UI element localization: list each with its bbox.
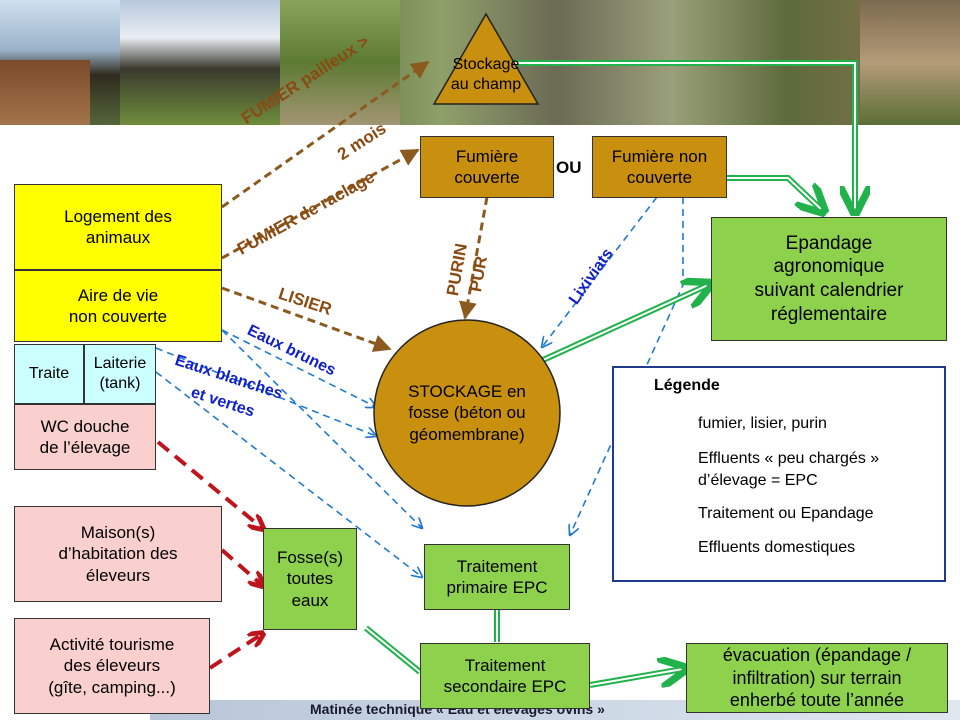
cows-photo [120,0,280,125]
evacuation-box: évacuation (épandage / infiltration) sur… [686,643,948,713]
arrow-aire-to-primaire [221,329,422,528]
legend-item-traitement: Traitement ou Epandage [698,505,874,522]
fumiere-couverte-box: Fumière couverte [420,136,554,198]
stockage-champ-shape [432,12,540,105]
stockage-champ-label: Stockage au champ [450,56,522,93]
cattle-photo [860,0,960,125]
aire-de-vie-box: Aire de vie non couverte [14,270,222,342]
horses-photo [280,0,400,125]
stockage-fosse-shape [373,319,561,507]
arrow-wc [156,440,262,528]
arrow-fumier-raclage [221,148,420,260]
arrow-eaux-brunes [221,329,376,407]
legend-item-fumier: fumier, lisier, purin [698,415,827,432]
fosses-box: Fosse(s) toutes eaux [263,528,357,630]
stockage-fosse-label: STOCKAGE en fosse (béton ou géomembrane) [408,382,526,444]
legend-item-epc-2: d’élevage = EPC [698,472,818,489]
maison-box: Maison(s) d’habitation des éleveurs [14,506,222,602]
legend-item-domestiques: Effluents domestiques [698,539,856,556]
arrow-lixiviats [542,196,658,347]
wc-box: WC douche de l’élevage [14,404,156,470]
legend-title: Légende [654,377,720,394]
laiterie-box: Laiterie (tank) [84,344,156,404]
traite-box: Traite [14,344,84,404]
calf-photo [0,60,90,125]
traitement-primaire-box: Traitement primaire EPC [424,544,570,610]
legend-item-epc-1: Effluents « peu chargés » [698,450,880,467]
arrow-lisier [221,286,392,352]
legend-box: Légende [612,366,946,582]
arrow-laiterie-to-primaire [155,371,422,577]
arrow-fumier-pailleux [221,60,430,209]
arrow-activite [208,634,262,670]
fumiere-non-couverte-box: Fumière non couverte [592,136,727,198]
arrow-purin [459,196,489,320]
activite-box: Activité tourisme des éleveurs (gîte, ca… [14,618,210,714]
traitement-secondaire-box: Traitement secondaire EPC [420,643,590,709]
ou-label: OU [556,158,582,177]
logement-box: Logement des animaux [14,184,222,270]
epandage-box: Epandage agronomique suivant calendrier … [711,217,947,341]
arrow-eaux-blanches [155,347,376,436]
arrow-maison [220,548,262,585]
